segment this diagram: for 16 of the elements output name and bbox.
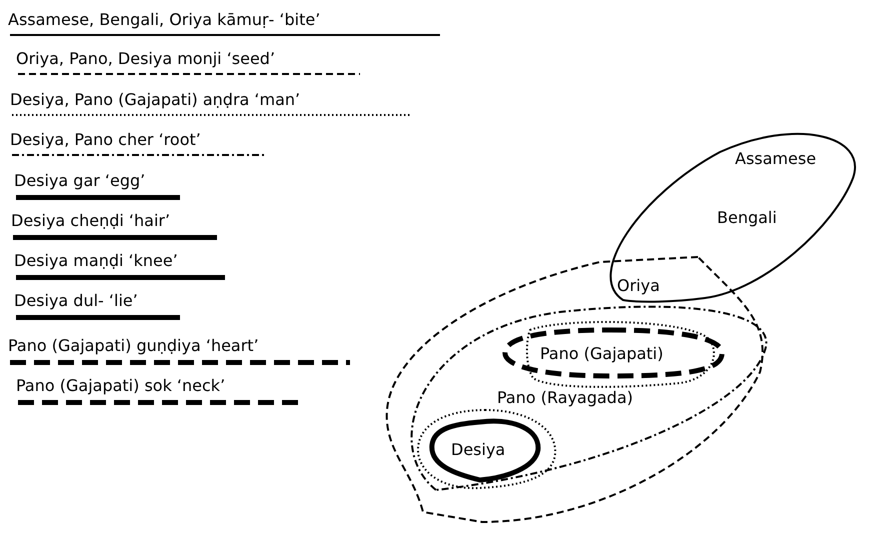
language-label: Pano (Rayagada) [497, 388, 633, 408]
legend-text: Pano (Gajapati) guṇḍiya ‘heart’ [8, 336, 259, 356]
legend-text: Desiya maṇḍi ‘knee’ [14, 251, 178, 271]
legend-text: Assamese, Bengali, Oriya kāmuṛ- ‘bite’ [8, 10, 320, 30]
language-label: Desiya [451, 440, 506, 460]
legend-text: Desiya dul- ‘lie’ [14, 291, 138, 311]
legend-text: Desiya gar ‘egg’ [14, 171, 146, 191]
legend-text: Desiya cheṇḍi ‘hair’ [11, 211, 170, 231]
language-label: Pano (Gajapati) [540, 344, 664, 364]
legend-text: Desiya, Pano (Gajapati) aṇḍra ‘man’ [10, 90, 300, 110]
legend-text: Oriya, Pano, Desiya monji ‘seed’ [16, 49, 276, 69]
legend-text: Pano (Gajapati) sok ‘neck’ [16, 376, 226, 396]
language-label: Oriya [617, 276, 660, 296]
language-label: Assamese [735, 149, 816, 169]
language-label: Bengali [717, 208, 777, 228]
legend-text: Desiya, Pano cher ‘root’ [10, 130, 201, 150]
